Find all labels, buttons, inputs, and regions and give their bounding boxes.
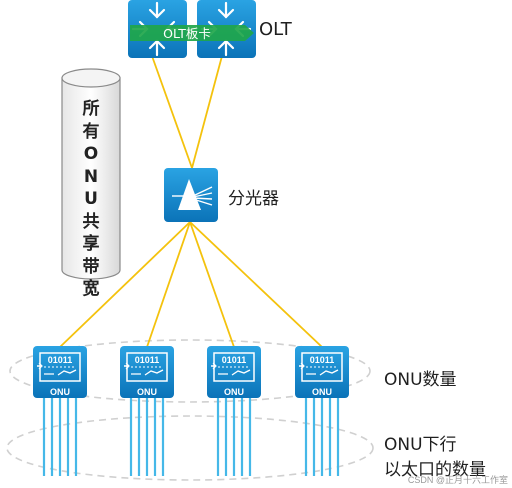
- onu-device-label: ONU: [137, 387, 157, 397]
- olt-label: OLT: [259, 19, 292, 40]
- onu-device-label: ONU: [224, 387, 244, 397]
- shared-bandwidth-label: 所有ONU共享带宽: [82, 99, 100, 299]
- onu-ports-label-line1: ONU下行: [384, 435, 457, 455]
- onu-code-text: 01011: [222, 355, 247, 365]
- olt-card-band: [130, 25, 254, 41]
- splitter-device: [164, 168, 218, 222]
- onu-device-3: 01011 ONU: [207, 346, 261, 398]
- onu-code-text: 01011: [310, 355, 335, 365]
- fiber-lines-lower: [59, 221, 323, 348]
- onu-code-text: 01011: [135, 355, 160, 365]
- onu-device-2: 01011 ONU: [120, 346, 174, 398]
- onu-icon: [213, 352, 255, 382]
- ethernet-cables: [42, 398, 340, 476]
- watermark: CSDN @正月十六工作室: [407, 475, 508, 485]
- splitter-label: 分光器: [228, 189, 279, 209]
- fiber-lines-upper: [151, 55, 223, 169]
- onu-device-label: ONU: [312, 387, 332, 397]
- onu-icon: [39, 352, 81, 382]
- onu-ports-label-line2: 以太口的数量: [384, 460, 486, 480]
- onu-group-ellipse: [9, 339, 371, 403]
- shared-bandwidth-cylinder: [61, 68, 121, 280]
- onu-count-label: ONU数量: [384, 370, 457, 390]
- olt-card-label: OLT板卡: [163, 26, 211, 41]
- onu-device-1: 01011 ONU: [33, 346, 87, 398]
- ethernet-ports-ellipse: [6, 415, 374, 481]
- onu-icon: [126, 352, 168, 382]
- onu-code-text: 01011: [48, 355, 73, 365]
- onu-icon: [301, 352, 343, 382]
- onu-device-label: ONU: [50, 387, 70, 397]
- splitter-icon: [172, 179, 213, 210]
- onu-device-4: 01011 ONU: [295, 346, 349, 398]
